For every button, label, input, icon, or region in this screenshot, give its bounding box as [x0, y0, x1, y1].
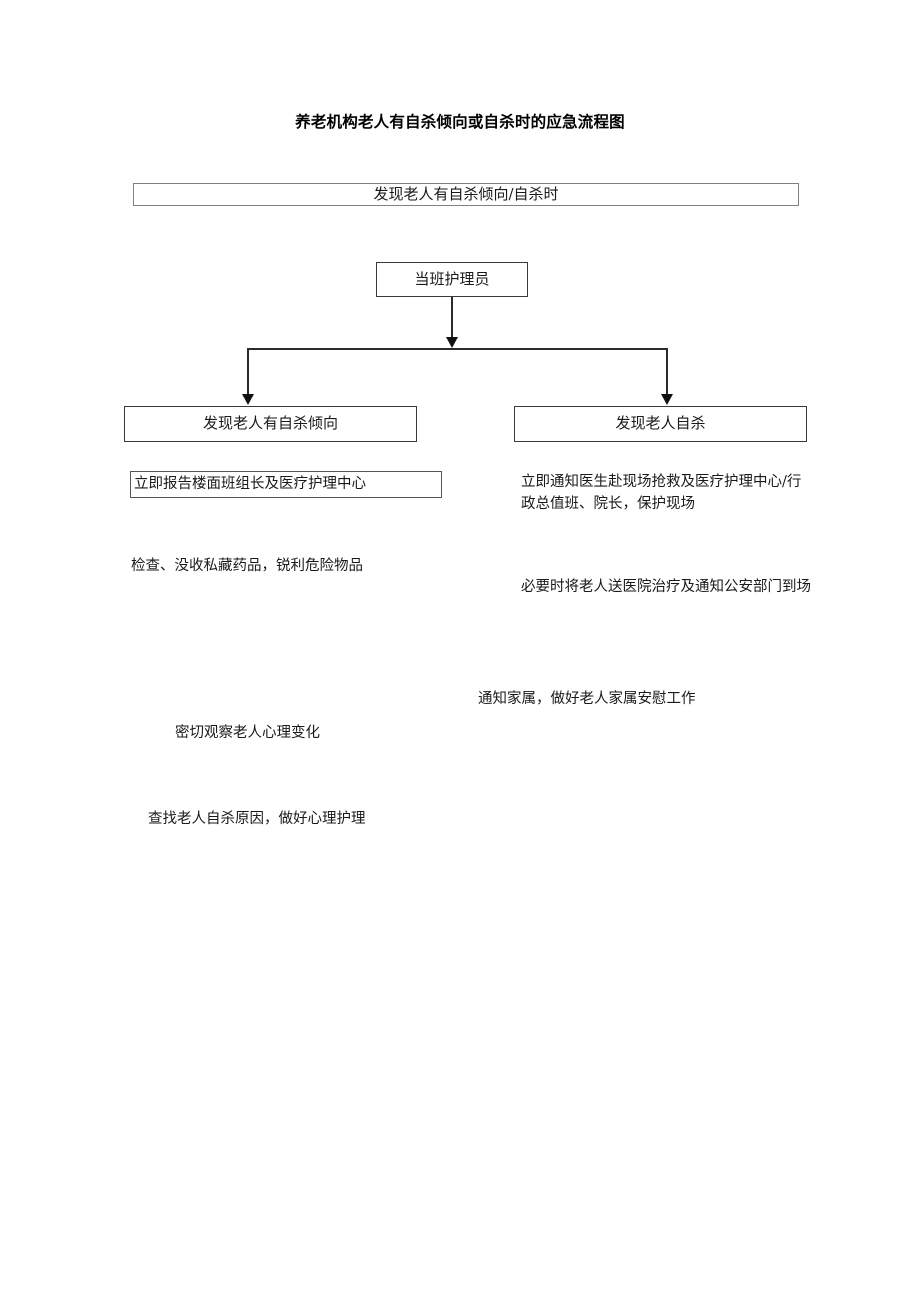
connector-split-to-left-line	[247, 348, 249, 396]
flow-node-on-duty-caregiver: 当班护理员	[376, 262, 528, 297]
connector-staff-to-split-arrowhead	[446, 337, 458, 348]
left-step-4: 查找老人自杀原因，做好心理护理	[148, 811, 366, 827]
right-step-2: 必要时将老人送医院治疗及通知公安部门到场	[521, 579, 811, 595]
right-step-3: 通知家属，做好老人家属安慰工作	[478, 691, 696, 707]
right-step-1: 立即通知医生赴现场抢救及医疗护理中心/行政总值班、院长，保护现场	[521, 474, 802, 513]
connector-split-to-right-arrowhead	[661, 394, 673, 405]
left-step-3: 密切观察老人心理变化	[175, 725, 320, 741]
page-title: 养老机构老人有自杀倾向或自杀时的应急流程图	[295, 113, 625, 131]
left-step-1: 立即报告楼面班组长及医疗护理中心	[130, 471, 442, 499]
left-step-2: 检查、没收私藏药品，锐利危险物品	[131, 558, 363, 574]
flow-node-trigger: 发现老人有自杀倾向/自杀时	[133, 183, 799, 206]
connector-staff-to-split-line	[451, 297, 453, 339]
connector-split-to-right-line	[666, 348, 668, 396]
flow-node-branch-suicide-occurred: 发现老人自杀	[514, 406, 807, 442]
connector-split-bar	[248, 348, 668, 350]
connector-split-to-left-arrowhead	[242, 394, 254, 405]
flow-node-branch-suicidal-tendency: 发现老人有自杀倾向	[124, 406, 417, 442]
